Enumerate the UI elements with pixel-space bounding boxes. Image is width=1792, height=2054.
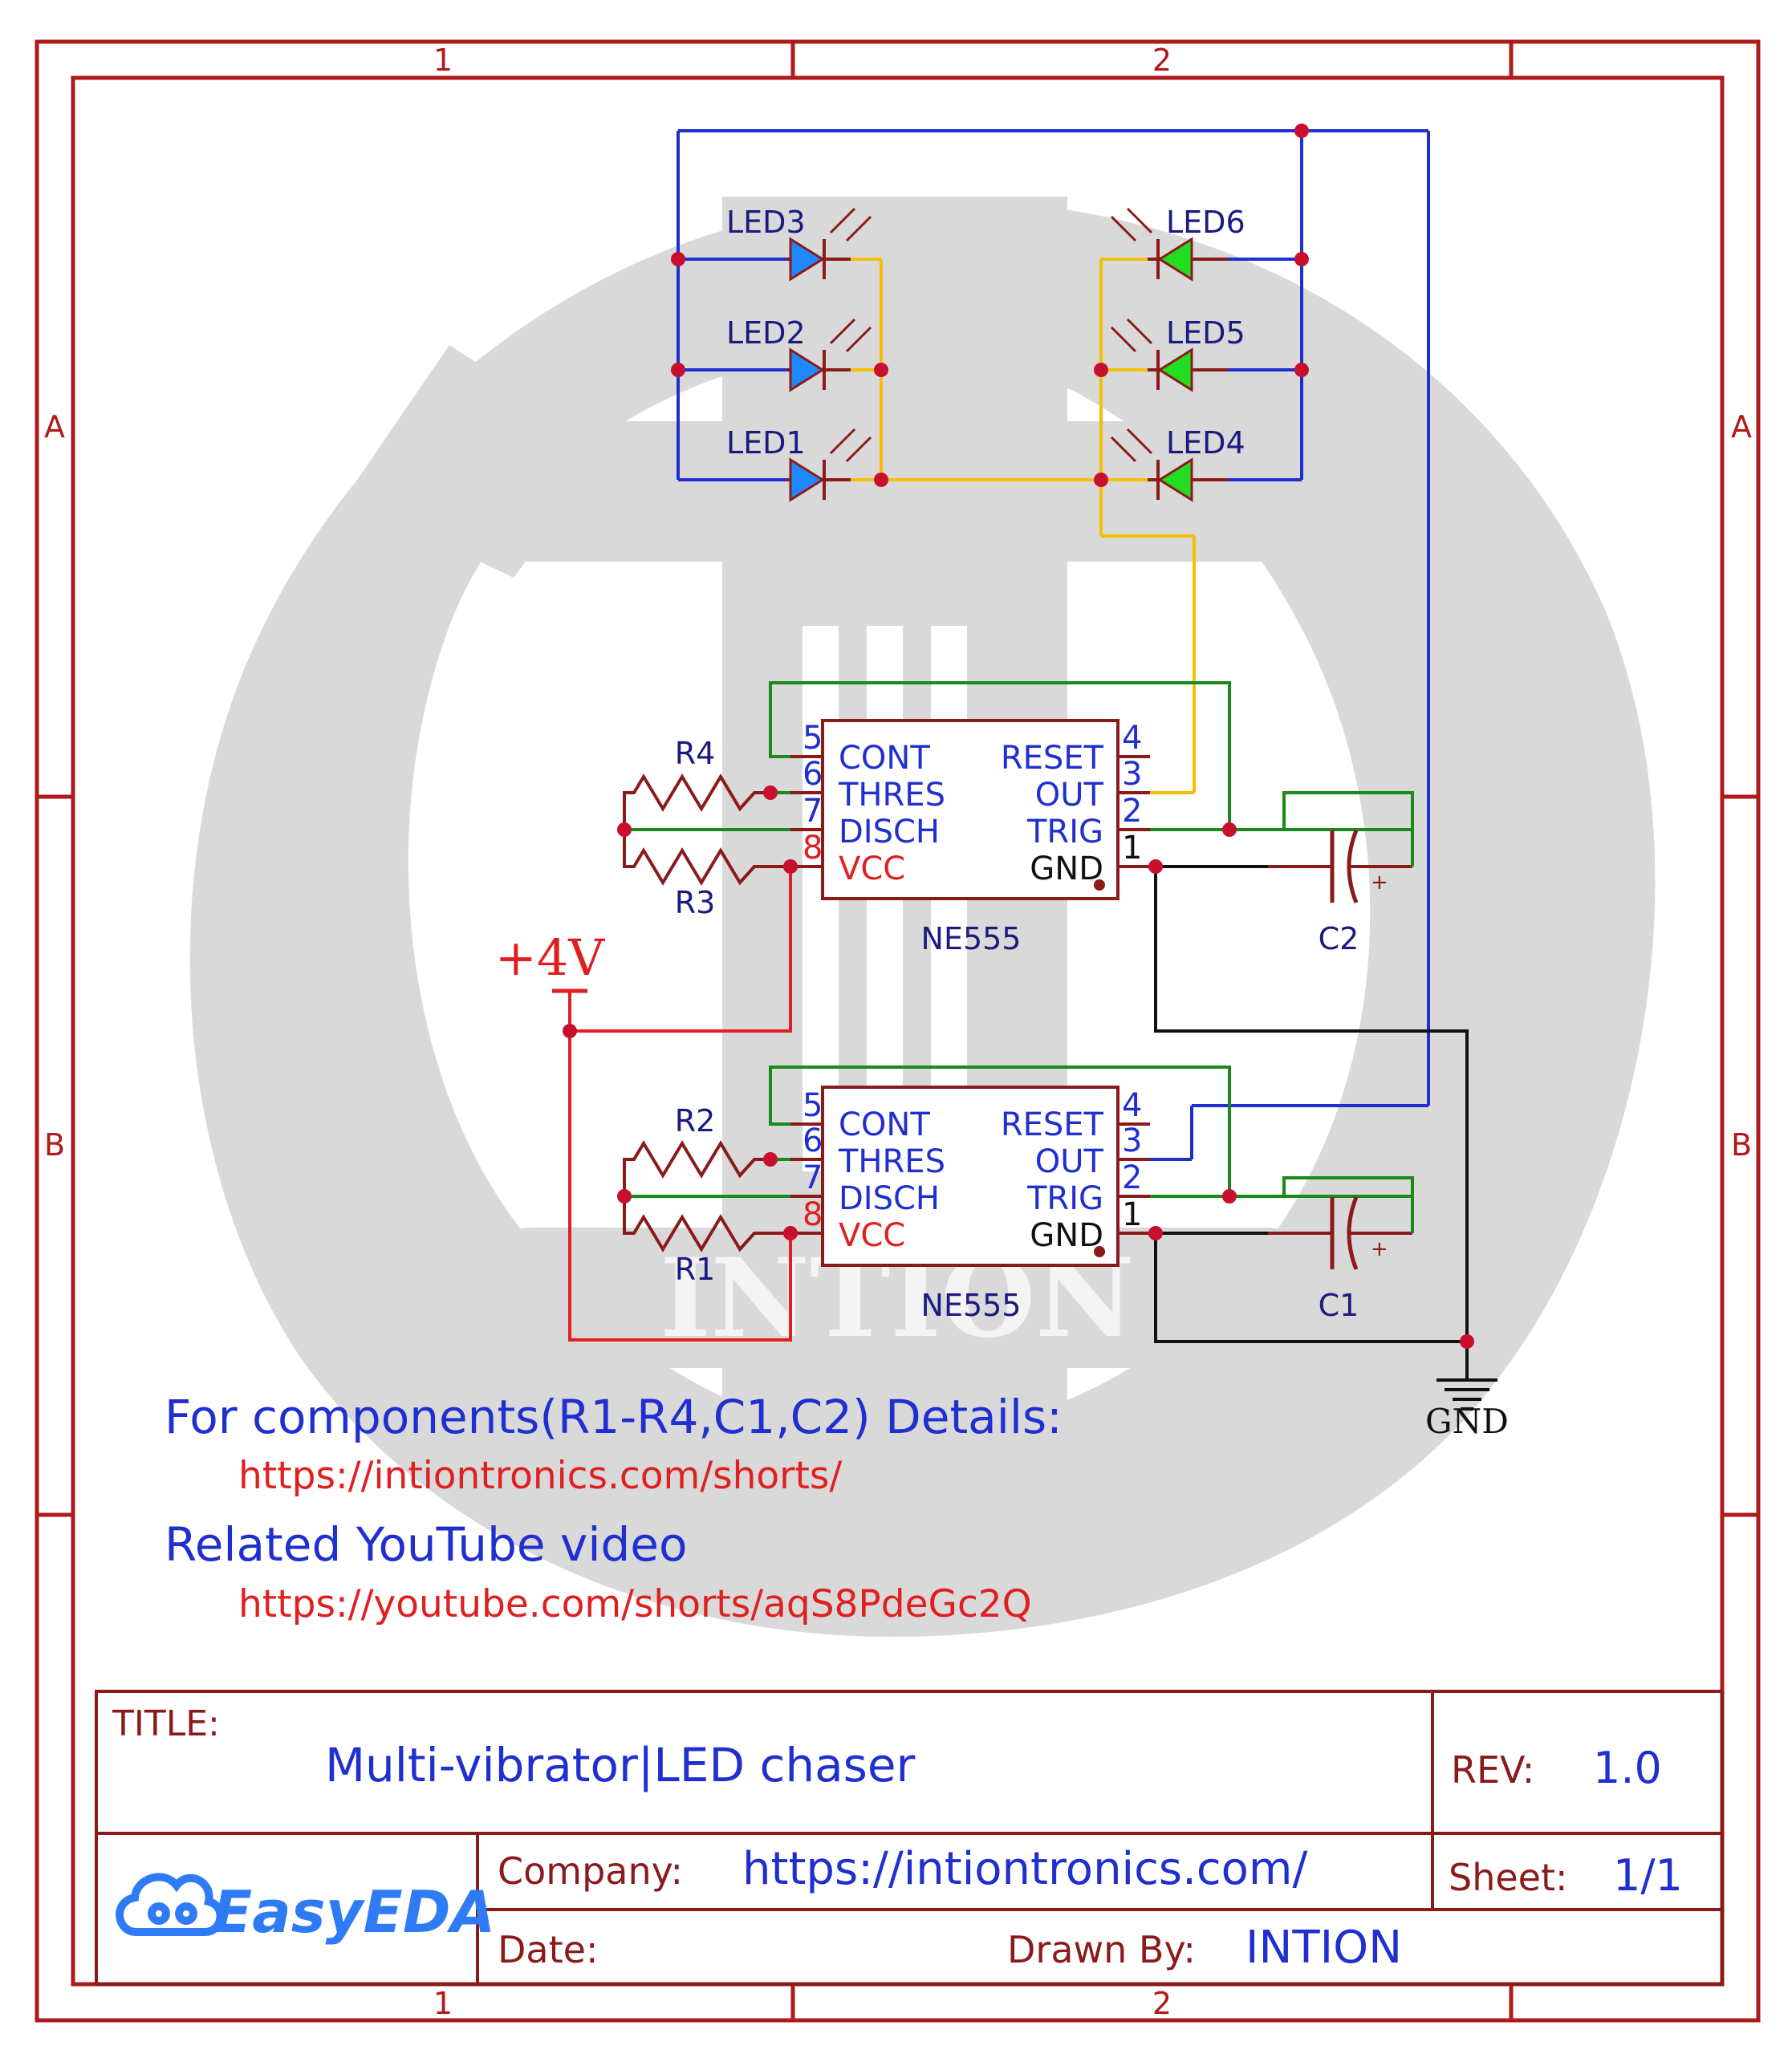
ground-label: GND — [1425, 1402, 1509, 1441]
ic-lower-ne555[interactable]: 5 6 7 4 3 2 CONT THRES DISCH RESET OUT T… — [790, 1086, 1150, 1323]
upper-pin2-num: 2 — [1122, 793, 1142, 830]
row-label-right-b: B — [1731, 1127, 1752, 1163]
video-heading: Related YouTube video — [165, 1517, 687, 1572]
r1-label: R1 — [675, 1252, 716, 1287]
date-label: Date: — [498, 1928, 598, 1971]
lower-pin4-num: 4 — [1122, 1087, 1142, 1124]
drawn-by-label: Drawn By: — [1007, 1928, 1196, 1971]
led2[interactable]: LED2 — [726, 315, 872, 392]
upper-pin8-num: 8 — [803, 830, 823, 867]
power-symbol: +4V — [495, 928, 605, 993]
r2-label: R2 — [675, 1103, 716, 1139]
drawn-by-value: INTION — [1245, 1922, 1402, 1974]
frame-labels: 1 2 1 2 A B A B — [44, 43, 1752, 2021]
upper-pin-gnd: GND — [1030, 850, 1103, 887]
lower-pin-disch: DISCH — [839, 1180, 940, 1217]
sheet-value: 1/1 — [1613, 1850, 1683, 1901]
upper-ic-name: NE555 — [921, 921, 1022, 956]
lower-pin-thres: THRES — [838, 1143, 945, 1180]
ic-upper-ne555[interactable]: 5 6 7 4 3 2 CONT THRES DISCH RESET OUT T… — [790, 719, 1150, 956]
lower-pin7-num: 7 — [803, 1159, 823, 1196]
upper-pin1-num: 1 — [1122, 830, 1142, 867]
lower-pin-vcc: VCC — [839, 1217, 905, 1254]
upper-pin-trig: TRIG — [1026, 814, 1103, 850]
schematic-title: Multi-vibrator|LED chaser — [325, 1738, 916, 1792]
rev-label: REV: — [1451, 1748, 1534, 1792]
led4[interactable]: LED4 — [1110, 425, 1245, 502]
upper-pin-cont: CONT — [839, 740, 930, 777]
led-right-group: LED6 LED5 LED4 — [1110, 205, 1245, 502]
led5[interactable]: LED5 — [1110, 315, 1245, 392]
upper-pin-disch: DISCH — [839, 814, 940, 850]
company-label: Company: — [498, 1849, 683, 1893]
title-block — [95, 1690, 1724, 1986]
video-url[interactable]: https://youtube.com/shorts/aqS8PdeGc2Q — [238, 1582, 1032, 1626]
led4-label: LED4 — [1166, 425, 1245, 461]
wire-net-blue — [677, 129, 1430, 1161]
led1[interactable]: LED1 — [726, 425, 872, 502]
cloud-icon — [116, 1873, 225, 1936]
sheet-label: Sheet: — [1449, 1856, 1568, 1899]
col-label-bottom-1: 1 — [433, 1986, 453, 2021]
power-label: +4V — [495, 928, 605, 987]
led5-label: LED5 — [1166, 315, 1245, 351]
led-left-group: LED3 LED2 LED1 — [726, 205, 872, 502]
title-label: TITLE: — [112, 1703, 220, 1744]
lower-pin-out: OUT — [1035, 1143, 1104, 1180]
capacitor-c1[interactable]: + C1 — [1268, 1196, 1414, 1323]
col-label-top-1: 1 — [433, 43, 453, 78]
lower-pin2-num: 2 — [1122, 1159, 1142, 1196]
upper-pin5-num: 5 — [803, 720, 823, 757]
row-label-left-a: A — [44, 409, 65, 444]
col-label-bottom-2: 2 — [1152, 1986, 1172, 2021]
led3[interactable]: LED3 — [726, 205, 872, 282]
lower-pin6-num: 6 — [803, 1122, 823, 1159]
led2-label: LED2 — [726, 315, 806, 351]
company-url[interactable]: https://intiontronics.com/ — [742, 1843, 1307, 1895]
resistor-r3[interactable]: R3 — [624, 847, 790, 920]
led6[interactable]: LED6 — [1110, 205, 1245, 282]
capacitor-c2[interactable]: + C2 — [1268, 830, 1414, 956]
upper-pin7-num: 7 — [803, 793, 823, 830]
rev-value: 1.0 — [1593, 1743, 1662, 1793]
led6-label: LED6 — [1166, 205, 1245, 240]
lower-pin-reset: RESET — [1001, 1106, 1104, 1143]
junction-dots — [563, 124, 1474, 1349]
lower-pin-trig: TRIG — [1026, 1180, 1103, 1217]
led3-label: LED3 — [726, 205, 806, 240]
components-url[interactable]: https://intiontronics.com/shorts/ — [238, 1454, 842, 1498]
col-label-top-2: 2 — [1152, 43, 1172, 78]
lower-pin-cont: CONT — [839, 1106, 930, 1143]
upper-pin-vcc: VCC — [839, 850, 905, 887]
upper-pin4-num: 4 — [1122, 720, 1142, 757]
r4-label: R4 — [675, 736, 716, 771]
led1-label: LED1 — [726, 425, 806, 461]
c2-label: C2 — [1319, 921, 1359, 956]
components-heading: For components(R1-R4,C1,C2) Details: — [165, 1390, 1063, 1444]
lower-pin3-num: 3 — [1122, 1122, 1142, 1159]
upper-pin-thres: THRES — [838, 777, 945, 814]
upper-pin-reset: RESET — [1001, 740, 1104, 777]
easyeda-logo-text: EasyEDA — [213, 1878, 495, 1946]
lower-pin1-num: 1 — [1122, 1196, 1142, 1233]
upper-pin6-num: 6 — [803, 756, 823, 793]
ground-symbol — [1436, 1378, 1497, 1411]
lower-ic-name: NE555 — [921, 1288, 1022, 1323]
upper-pin-out: OUT — [1035, 777, 1104, 814]
row-label-right-a: A — [1731, 409, 1752, 444]
resistor-r1[interactable]: R1 — [624, 1214, 790, 1287]
resistor-r2[interactable]: R2 — [624, 1103, 770, 1179]
c2-plus: + — [1371, 871, 1388, 895]
lower-pin8-num: 8 — [803, 1196, 823, 1233]
row-label-left-b: B — [44, 1127, 65, 1163]
easyeda-logo: EasyEDA — [116, 1873, 495, 1946]
r3-label: R3 — [675, 885, 716, 920]
upper-pin3-num: 3 — [1122, 756, 1142, 793]
lower-pin-gnd: GND — [1030, 1217, 1103, 1254]
resistor-r4[interactable]: R4 — [624, 736, 770, 812]
c1-label: C1 — [1319, 1288, 1359, 1323]
c1-plus: + — [1371, 1237, 1388, 1261]
lower-pin5-num: 5 — [803, 1087, 823, 1124]
